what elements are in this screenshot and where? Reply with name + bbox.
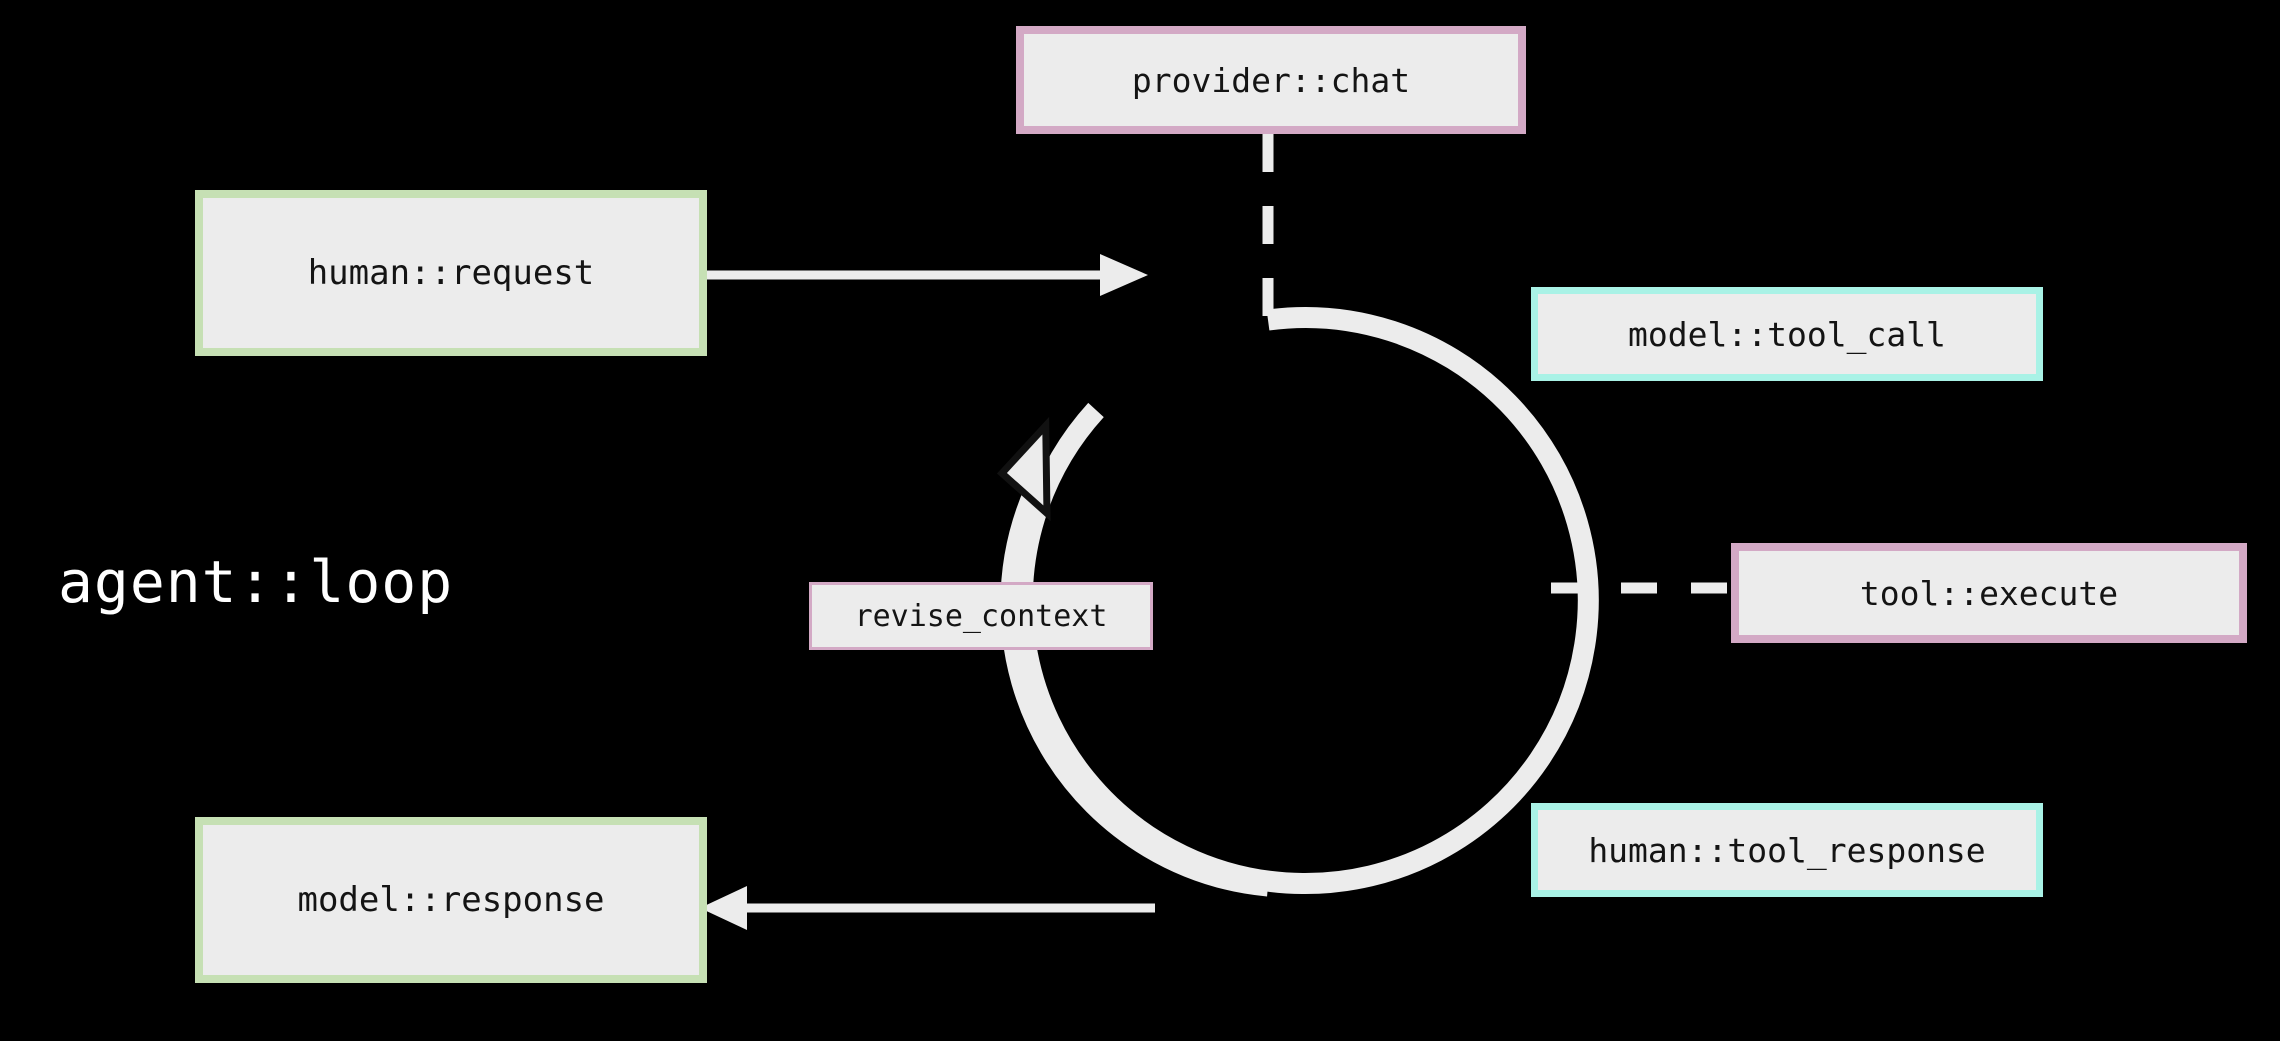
- node-model-response-label: model::response: [297, 880, 605, 920]
- node-provider-chat[interactable]: provider::chat: [1016, 26, 1526, 134]
- node-tool-execute[interactable]: tool::execute: [1731, 543, 2247, 643]
- loop-direction-arrowhead: [996, 416, 1051, 522]
- page-title: agent::loop: [58, 548, 454, 616]
- edge-loop-to-model-response: [700, 886, 1155, 930]
- edge-label-revise-context[interactable]: revise_context: [809, 582, 1153, 650]
- node-model-response[interactable]: model::response: [195, 817, 707, 983]
- node-provider-chat-label: provider::chat: [1131, 60, 1411, 100]
- node-tool-execute-label: tool::execute: [1859, 573, 2119, 613]
- node-human-tool-response[interactable]: human::tool_response: [1531, 803, 2043, 897]
- edge-request-to-loop: [707, 254, 1148, 296]
- node-human-request[interactable]: human::request: [195, 190, 707, 356]
- node-human-tool-response-label: human::tool_response: [1588, 830, 1986, 870]
- node-model-tool-call-label: model::tool_call: [1628, 314, 1946, 354]
- agent-loop-ring-tail: [1000, 485, 1269, 897]
- node-human-request-label: human::request: [307, 253, 595, 293]
- edge-label-revise-context-text: revise_context: [854, 598, 1108, 634]
- node-model-tool-call[interactable]: model::tool_call: [1531, 287, 2043, 381]
